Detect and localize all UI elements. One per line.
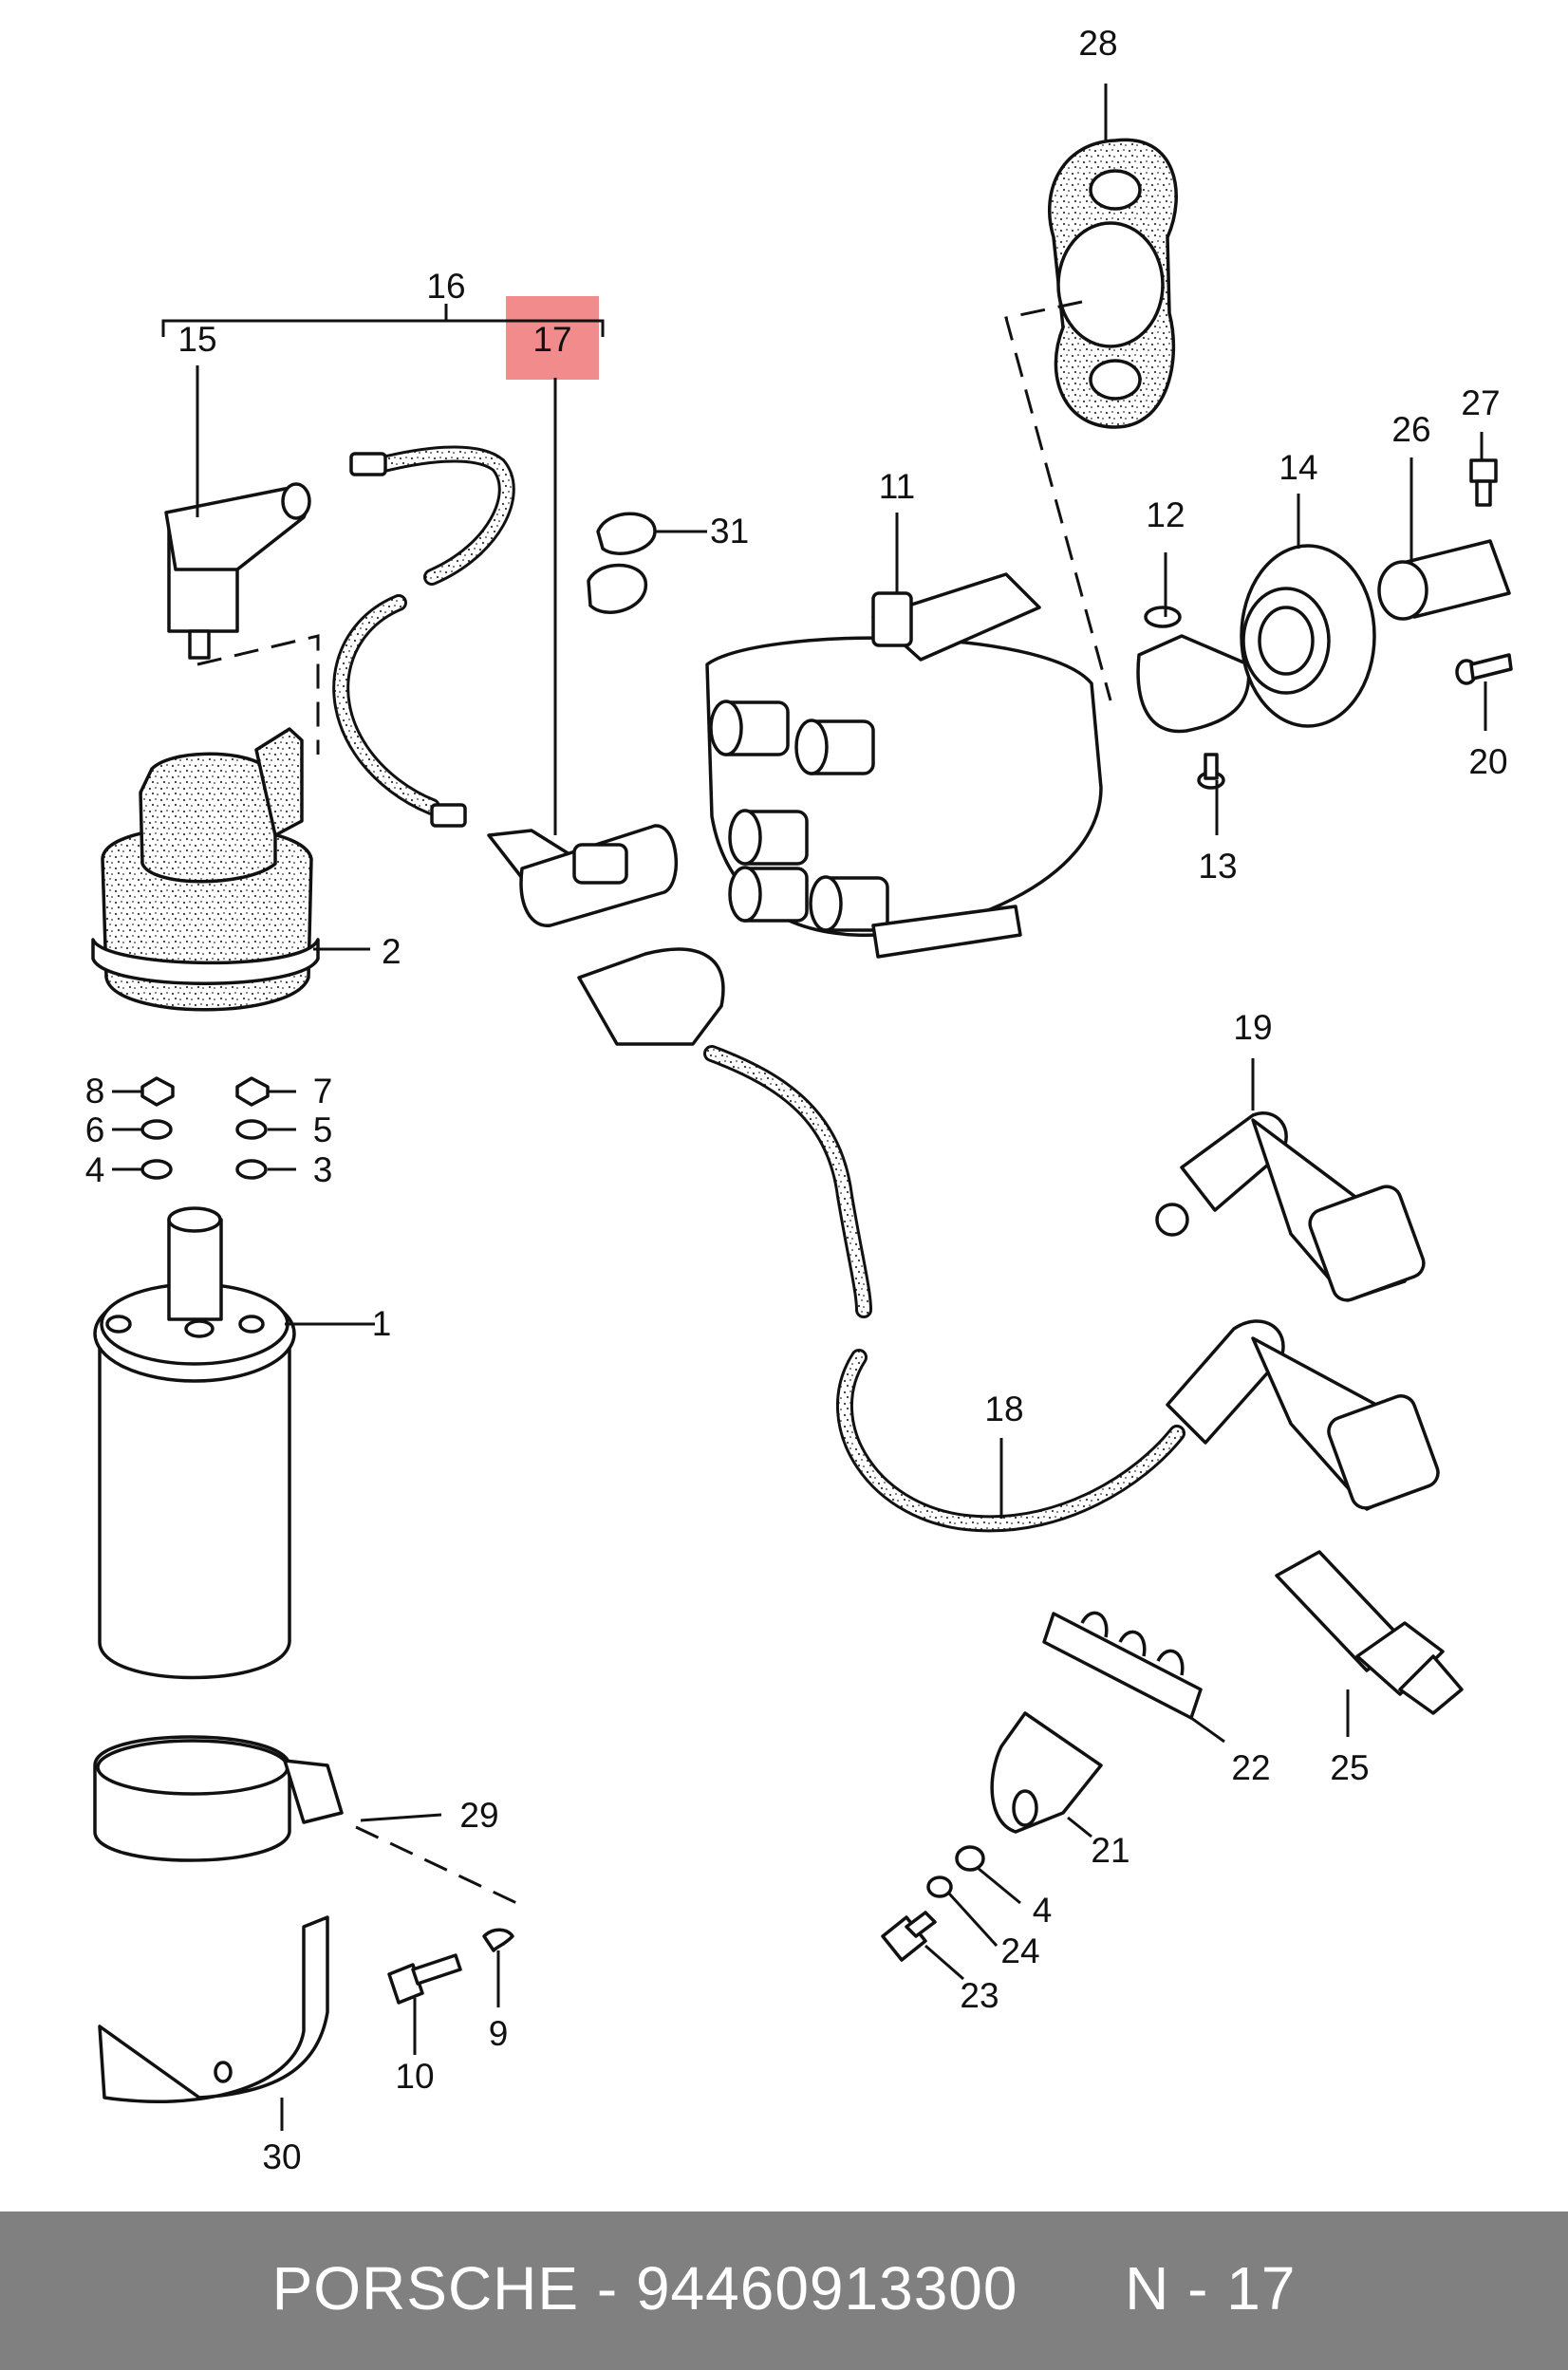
strap-30: [98, 1915, 329, 2103]
washer-5: [235, 1119, 268, 1140]
callout-30: 30: [262, 2137, 301, 2176]
callout-19: 19: [1233, 1008, 1272, 1047]
footer-caption: PORSCHE - 94460913300 N - 17: [271, 2254, 1297, 2323]
screw-13: [1197, 753, 1225, 790]
callout-11: 11: [879, 467, 915, 506]
callout-2: 2: [382, 932, 401, 971]
plug-connector-15: [164, 482, 320, 755]
plug-connector-19: [1155, 1111, 1426, 1302]
callout-20: 20: [1468, 742, 1507, 781]
callout-4-lower: 4: [1033, 1891, 1053, 1930]
shaft-26: [1377, 539, 1511, 621]
callout-21: 21: [1091, 1831, 1129, 1870]
gasket-28: [1004, 138, 1178, 701]
callout-18: 18: [984, 1390, 1023, 1428]
callout-16: 16: [426, 267, 465, 306]
callout-8: 8: [85, 1072, 105, 1110]
callout-12: 12: [1146, 495, 1185, 534]
callout-28: 28: [1078, 24, 1117, 63]
callout-1: 1: [372, 1304, 392, 1343]
clip-9: [482, 1928, 514, 1952]
group-bracket: [161, 304, 605, 337]
callout-29: 29: [459, 1796, 498, 1835]
callout-6: 6: [85, 1110, 105, 1149]
callout-9: 9: [489, 2014, 509, 2053]
screw-27: [1469, 458, 1498, 507]
callout-13: 13: [1198, 847, 1237, 886]
washer-6: [140, 1119, 173, 1140]
cover-ring-14: [1240, 544, 1376, 728]
callout-4-upper: 4: [85, 1150, 105, 1189]
callout-5: 5: [313, 1110, 333, 1149]
callout-23: 23: [960, 1976, 999, 2015]
callout-15: 15: [177, 320, 216, 359]
footer-bar: PORSCHE - 94460913300 N - 17: [0, 2211, 1568, 2370]
plug-connector-17: [487, 824, 678, 927]
ignition-parts-diagram: 28 16 15 17 31 11 12 14 26 27 20 13 2 19…: [85, 24, 1513, 2176]
leader-lines: [112, 84, 1487, 2131]
washer-3: [235, 1159, 268, 1180]
bolt-10: [387, 1953, 462, 2005]
spark-plug-25: [1275, 1550, 1464, 1715]
callout-17: 17: [532, 320, 571, 359]
rotor-12: [1136, 606, 1251, 734]
callout-31: 31: [710, 512, 749, 551]
wire-18: [577, 947, 1440, 1533]
nut-7: [235, 1076, 270, 1107]
callout-24: 24: [1000, 1931, 1039, 1970]
callout-27: 27: [1461, 383, 1500, 422]
bracket-21: [990, 1711, 1103, 1834]
washer-4-upper: [140, 1159, 173, 1180]
callout-25: 25: [1330, 1748, 1369, 1787]
callout-26: 26: [1391, 410, 1430, 449]
washer-4-lower: [955, 1845, 985, 1872]
nut-8: [140, 1076, 175, 1107]
screw-20: [1455, 653, 1513, 685]
callout-22: 22: [1231, 1748, 1270, 1787]
highlight-box-17: [506, 296, 599, 380]
callout-14: 14: [1279, 448, 1317, 487]
callout-10: 10: [395, 2057, 434, 2096]
distributor-cap-11: [705, 572, 1103, 959]
callout-3: 3: [313, 1150, 333, 1189]
clamp-29: [93, 1735, 344, 1862]
callout-7: 7: [313, 1072, 333, 1110]
lock-washer-24: [926, 1875, 953, 1898]
bolt-23: [881, 1911, 937, 1962]
ignition-coil-1: [93, 1206, 296, 1680]
retainer-strip-22: [1042, 1611, 1203, 1720]
rubber-boot-2: [91, 727, 320, 1012]
wire-16: [332, 445, 515, 828]
clip-31: [587, 512, 657, 614]
